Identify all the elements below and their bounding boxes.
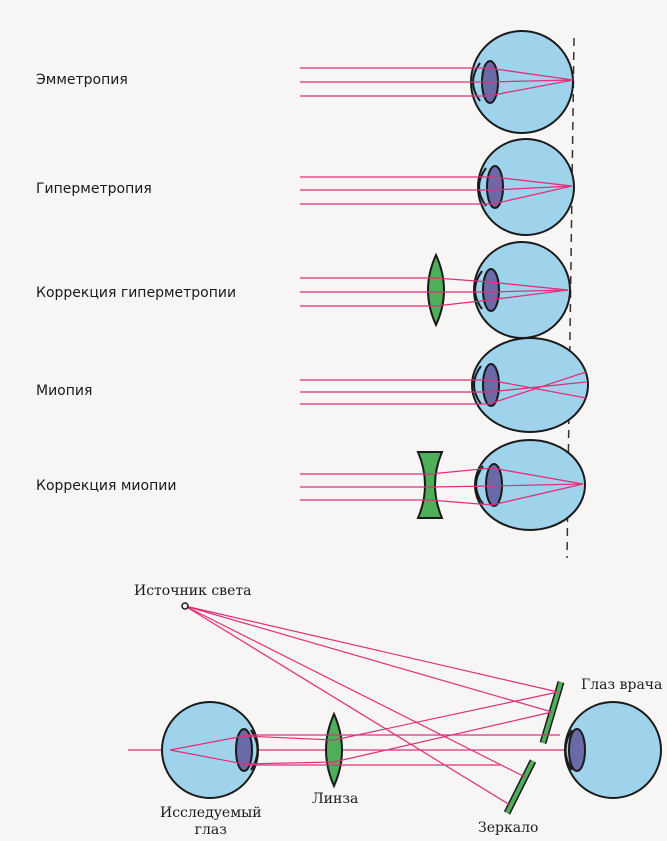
- label-mirror: Зеркало: [478, 820, 539, 836]
- label-hypermetropia: Гиперметропия: [36, 181, 152, 197]
- rays-hypermetropia: [300, 176, 573, 205]
- bottom-lens: [325, 711, 343, 789]
- ophthalmoscope-rays: [169, 605, 560, 806]
- label-examined-eye-line2: глаз: [194, 822, 227, 838]
- label-light-source: Источник света: [134, 583, 252, 599]
- label-doctor-eye: Глаз врача: [581, 677, 663, 693]
- retina-reference-line: [566, 37, 575, 559]
- rays-myopia: [300, 371, 587, 405]
- eye-myopia: [471, 337, 589, 433]
- mirror-lower: [503, 759, 537, 815]
- examined-eye: [161, 701, 259, 799]
- rays-myopia-corrected: [300, 467, 584, 506]
- label-examined-eye-line1: Исследуемый: [160, 805, 262, 821]
- concave-lens-correction: [416, 451, 444, 519]
- rays-hypermetropia-corrected: [300, 277, 569, 307]
- label-myopia: Миопия: [36, 383, 93, 399]
- label-examined-eye: Исследуемый глаз: [160, 805, 262, 839]
- label-myopia-correction: Коррекция миопии: [36, 478, 177, 494]
- label-lens: Линза: [312, 791, 359, 807]
- label-emmetropia: Эмметропия: [36, 72, 128, 88]
- doctor-eye: [564, 701, 662, 799]
- label-hypermetropia-correction: Коррекция гиперметропии: [36, 285, 237, 301]
- rays-emmetropia: [300, 67, 574, 97]
- convex-lens-correction: [427, 252, 445, 328]
- light-source: [181, 602, 189, 610]
